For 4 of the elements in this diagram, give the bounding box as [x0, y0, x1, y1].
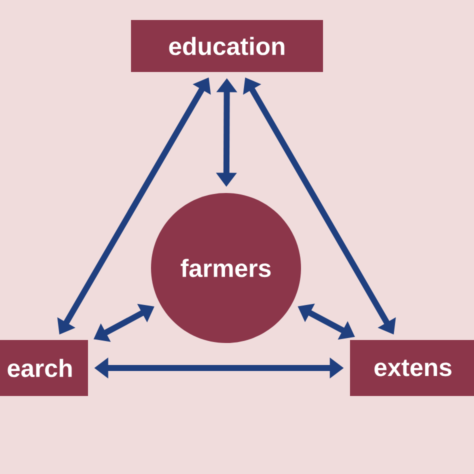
- circle-node: farmers: [151, 193, 301, 343]
- box-node: education: [131, 20, 323, 72]
- box-node: earch: [0, 340, 88, 396]
- box-node: extens: [350, 340, 474, 396]
